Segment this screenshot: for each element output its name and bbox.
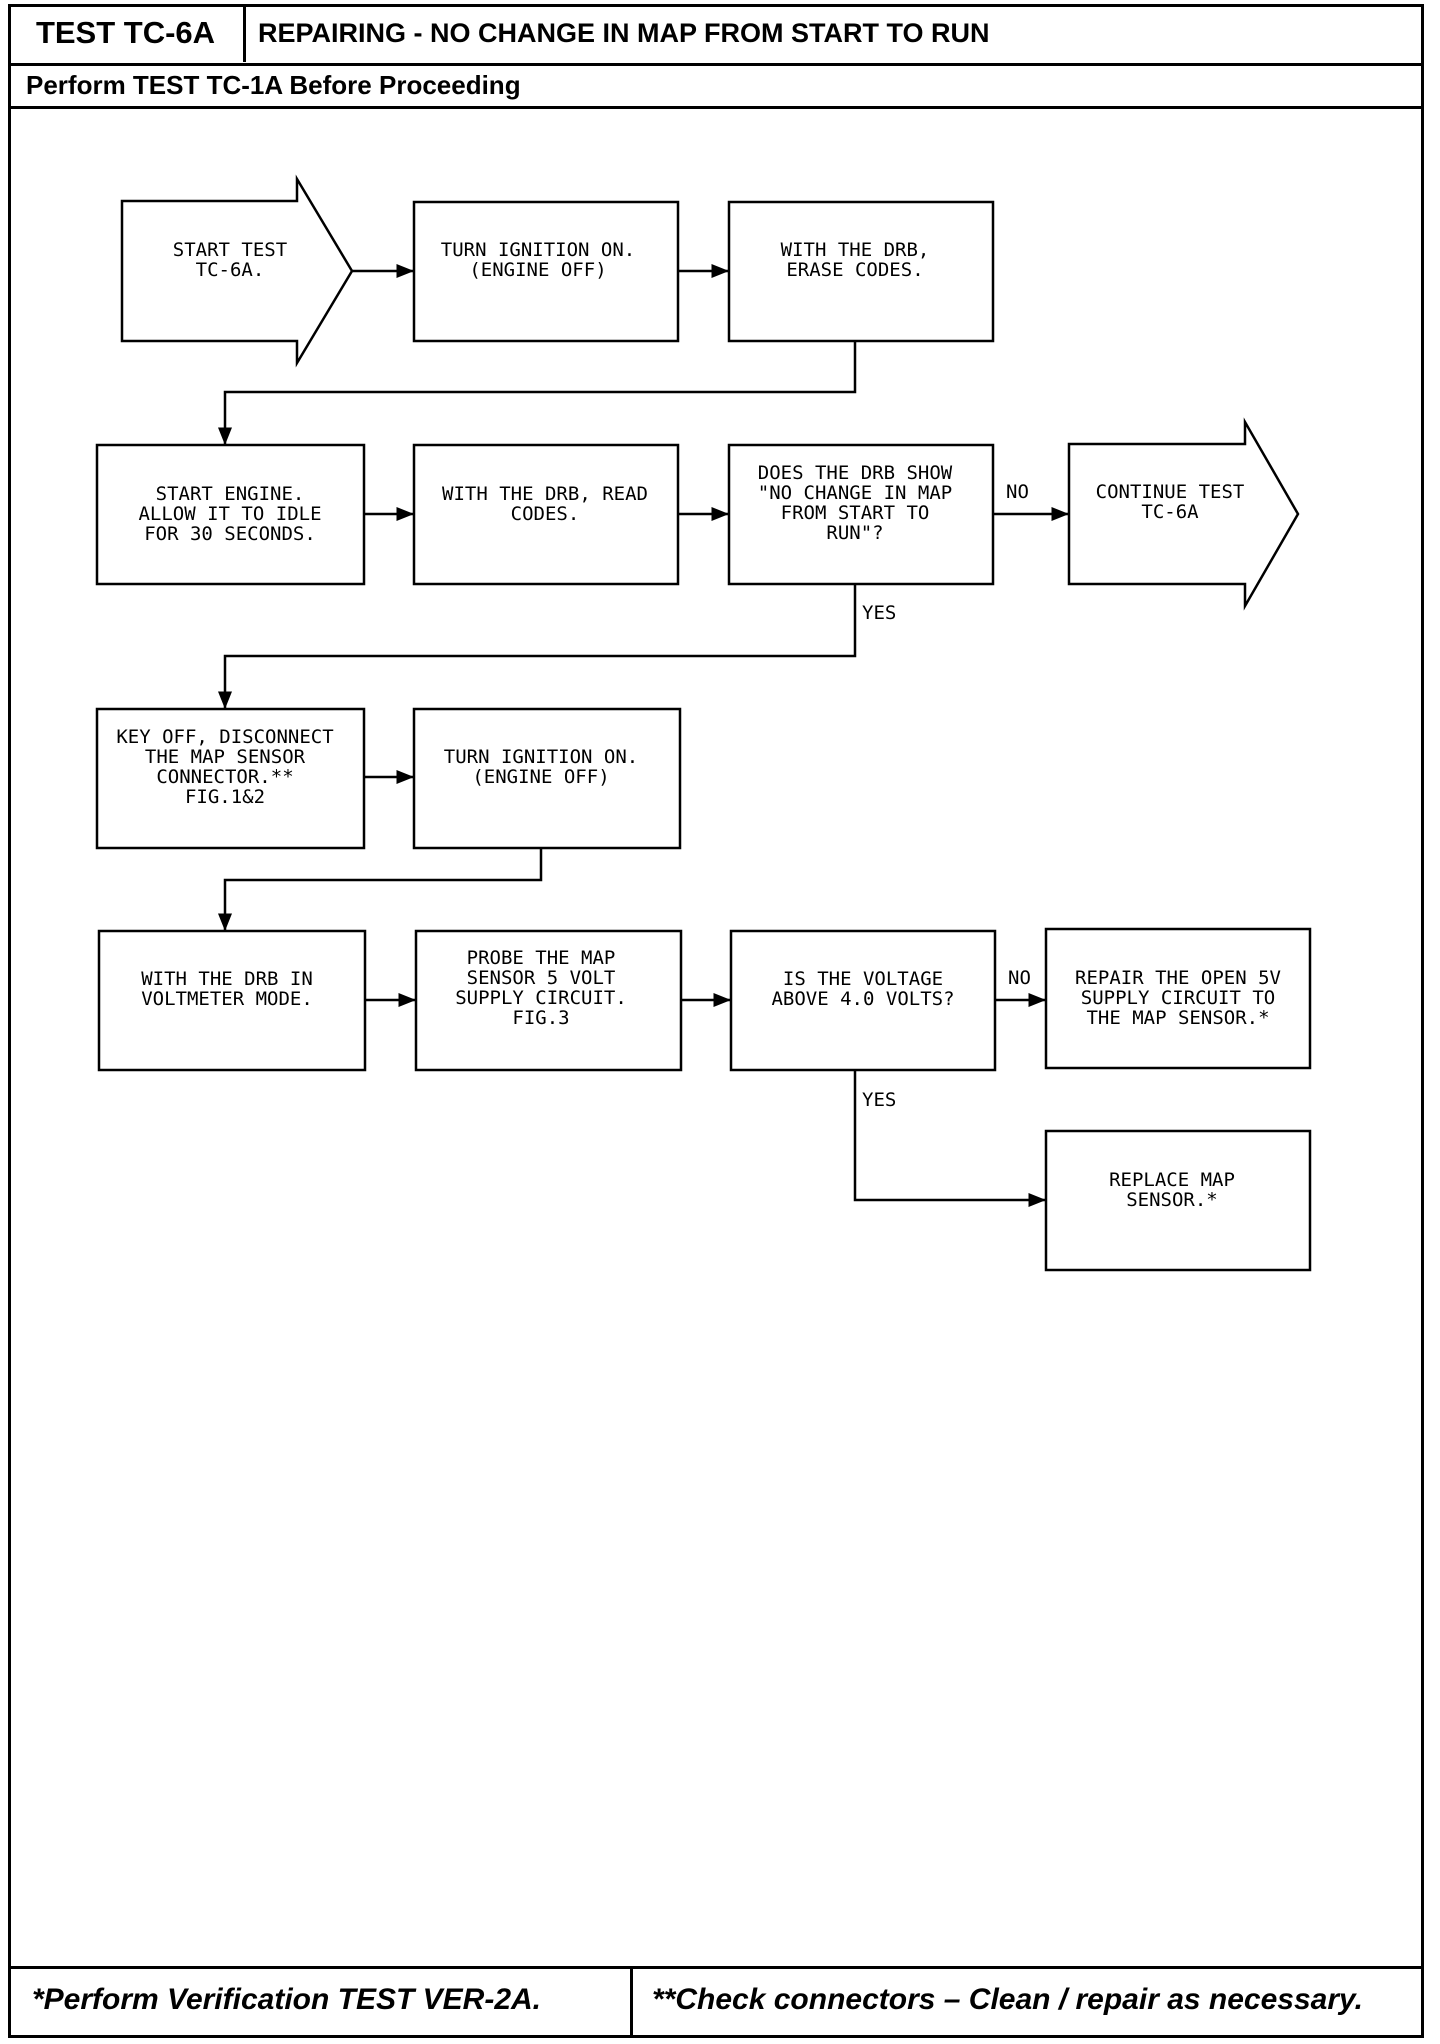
step-line: IS THE VOLTAGE bbox=[783, 968, 943, 990]
step-line: VOLTMETER MODE. bbox=[141, 988, 313, 1010]
key-off-box bbox=[95, 707, 366, 850]
label-yes-2: YES bbox=[862, 1089, 896, 1111]
page-frame bbox=[8, 4, 1424, 2038]
connector-decision-replace bbox=[853, 1070, 1046, 1207]
subtitle-divider bbox=[8, 66, 1424, 109]
step-ign-on-1-text: TURN IGNITION ON.(ENGINE OFF) bbox=[441, 239, 635, 281]
step-line: "NO CHANGE IN MAP bbox=[758, 482, 952, 504]
step-line: THE MAP SENSOR bbox=[145, 746, 306, 768]
step-line: FOR 30 SECONDS. bbox=[144, 523, 316, 545]
step-line: ABOVE 4.0 VOLTS? bbox=[771, 988, 954, 1010]
step-line: FIG.3 bbox=[512, 1007, 569, 1029]
step-line: SUPPLY CIRCUIT. bbox=[455, 987, 627, 1009]
footer-split bbox=[630, 1966, 633, 2038]
page-subtitle: Perform TEST TC-1A Before Proceeding bbox=[26, 70, 521, 100]
step-line: (ENGINE OFF) bbox=[469, 259, 606, 281]
start-arrow-shape bbox=[120, 174, 354, 368]
step-line: RUN"? bbox=[826, 522, 883, 544]
footer-connector-note: **Check connectors – Clean / repair as n… bbox=[652, 1983, 1363, 2016]
step-line: TURN IGNITION ON. bbox=[444, 746, 638, 768]
step-erase-text: WITH THE DRB,ERASE CODES. bbox=[781, 239, 930, 281]
step-line: TURN IGNITION ON. bbox=[441, 239, 635, 261]
repair-box bbox=[1044, 927, 1312, 1070]
step-line: SENSOR.* bbox=[1126, 1189, 1218, 1211]
step-line: ALLOW IT TO IDLE bbox=[138, 503, 321, 525]
step-line: CONNECTOR.** bbox=[156, 766, 293, 788]
step-line: TC-6A bbox=[1141, 501, 1199, 523]
step-line: FIG.1&2 bbox=[185, 786, 265, 808]
label-yes-1: YES bbox=[862, 602, 896, 624]
step-line: CONTINUE TEST bbox=[1096, 481, 1245, 503]
step-ign-on-2-text: TURN IGNITION ON.(ENGINE OFF) bbox=[444, 746, 638, 788]
step-line: THE MAP SENSOR.* bbox=[1086, 1007, 1269, 1029]
label-no-1: NO bbox=[1006, 481, 1029, 503]
step-line: WITH THE DRB, bbox=[781, 239, 930, 261]
step-line: START TEST bbox=[173, 239, 287, 261]
label-no-2: NO bbox=[1008, 967, 1031, 989]
step-line: TC-6A. bbox=[196, 259, 265, 281]
connector-erase-engine bbox=[218, 341, 857, 445]
step-line: SUPPLY CIRCUIT TO bbox=[1081, 987, 1275, 1009]
footer-divider bbox=[8, 1966, 1424, 1969]
step-line: (ENGINE OFF) bbox=[472, 766, 609, 788]
connector-decision-keyoff bbox=[218, 584, 857, 709]
connector-ign-voltmeter bbox=[218, 848, 543, 931]
step-line: KEY OFF, DISCONNECT bbox=[116, 726, 333, 748]
step-line: CODES. bbox=[511, 503, 580, 525]
step-line: PROBE THE MAP bbox=[467, 947, 616, 969]
step-line: DOES THE DRB SHOW bbox=[758, 462, 953, 484]
step-line: WITH THE DRB IN bbox=[141, 968, 313, 990]
footer-verification-note: *Perform Verification TEST VER-2A. bbox=[32, 1983, 542, 2016]
continue-arrow-shape bbox=[1067, 417, 1300, 611]
test-id: TEST TC-6A bbox=[8, 4, 246, 62]
step-line: FROM START TO bbox=[781, 502, 930, 524]
header-divider bbox=[8, 4, 1424, 66]
step-line: SENSOR 5 VOLT bbox=[467, 967, 616, 989]
step-line: START ENGINE. bbox=[156, 483, 305, 505]
step-line: REPAIR THE OPEN 5V bbox=[1075, 967, 1281, 989]
page-title: REPAIRING - NO CHANGE IN MAP FROM START … bbox=[258, 17, 990, 48]
ign-on-2-box bbox=[412, 707, 682, 850]
step-line: REPLACE MAP bbox=[1109, 1169, 1235, 1191]
step-line: ERASE CODES. bbox=[786, 259, 923, 281]
step-line: WITH THE DRB, READ bbox=[442, 483, 648, 505]
